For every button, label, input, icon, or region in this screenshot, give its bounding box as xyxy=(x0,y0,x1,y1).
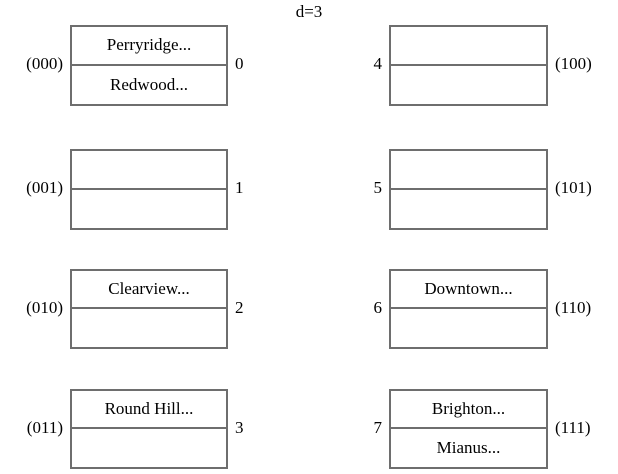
bucket-2: (010) Clearview... 2 xyxy=(26,269,244,349)
bucket-2-box[interactable]: Clearview... xyxy=(70,269,228,349)
bucket-5-box[interactable] xyxy=(389,149,548,230)
bucket-3-index-label: 3 xyxy=(235,418,244,437)
bucket-5: 5 (101) xyxy=(374,149,592,230)
bucket-6-index-label: 6 xyxy=(373,298,383,317)
bucket-1-index-label: 1 xyxy=(235,178,244,197)
bucket-5-slot-1 xyxy=(391,190,546,229)
bucket-5-slot-0 xyxy=(391,151,546,190)
bucket-7-slot-0: Brighton... xyxy=(391,391,546,429)
bucket-4-box[interactable] xyxy=(389,25,548,106)
bucket-1-hash-label: (001) xyxy=(26,178,63,197)
bucket-6-box[interactable]: Downtown... xyxy=(389,269,548,349)
bucket-7-box[interactable]: Brighton... Mianus... xyxy=(389,389,548,469)
bucket-5-index-label: 5 xyxy=(373,178,383,197)
bucket-4: 4 (100) xyxy=(374,25,592,106)
bucket-0-index-label: 0 xyxy=(235,54,244,73)
bucket-4-slot-0 xyxy=(391,27,546,66)
bucket-0: (000) Perryridge... Redwood... 0 xyxy=(26,25,244,106)
bucket-5-hash-label: (101) xyxy=(555,178,592,197)
bucket-6-slot-1 xyxy=(391,309,546,347)
bucket-1-box[interactable] xyxy=(70,149,228,230)
bucket-0-hash-label: (000) xyxy=(26,54,63,73)
bucket-3-hash-label: (011) xyxy=(26,418,63,437)
bucket-7-hash-label: (111) xyxy=(555,418,591,437)
bucket-3-slot-0: Round Hill... xyxy=(72,391,226,429)
bucket-2-slot-0: Clearview... xyxy=(72,271,226,309)
bucket-3-slot-1 xyxy=(72,429,226,467)
bucket-0-slot-1: Redwood... xyxy=(110,74,188,94)
bucket-6-hash-label: (110) xyxy=(555,298,592,317)
bucket-2-hash-label: (010) xyxy=(26,298,63,317)
bucket-4-slot-1 xyxy=(391,66,546,105)
bucket-6: 6 Downtown... (110) xyxy=(374,269,591,349)
bucket-0-slot-0: Perryridge... xyxy=(72,27,226,66)
bucket-7-slot-1: Mianus... xyxy=(436,438,501,457)
bucket-7-index-label: 7 xyxy=(373,418,383,437)
bucket-7: 7 Brighton... Mianus... (111) xyxy=(374,389,591,469)
bucket-4-index-label: 4 xyxy=(373,54,383,73)
bucket-2-slot-1 xyxy=(72,309,226,347)
bucket-6-slot-0: Downtown... xyxy=(391,271,546,309)
bucket-4-hash-label: (100) xyxy=(555,54,592,73)
bucket-2-index-label: 2 xyxy=(235,298,244,317)
bucket-3-box[interactable]: Round Hill... xyxy=(70,389,228,469)
bucket-1-slot-1 xyxy=(72,190,226,229)
bucket-1-slot-0 xyxy=(72,151,226,190)
diagram-title: d=3 xyxy=(295,2,323,21)
bucket-3: (011) Round Hill... 3 xyxy=(27,389,244,469)
bucket-1: (001) 1 xyxy=(26,149,244,230)
bucket-0-box[interactable]: Perryridge... Redwood... xyxy=(70,25,228,106)
